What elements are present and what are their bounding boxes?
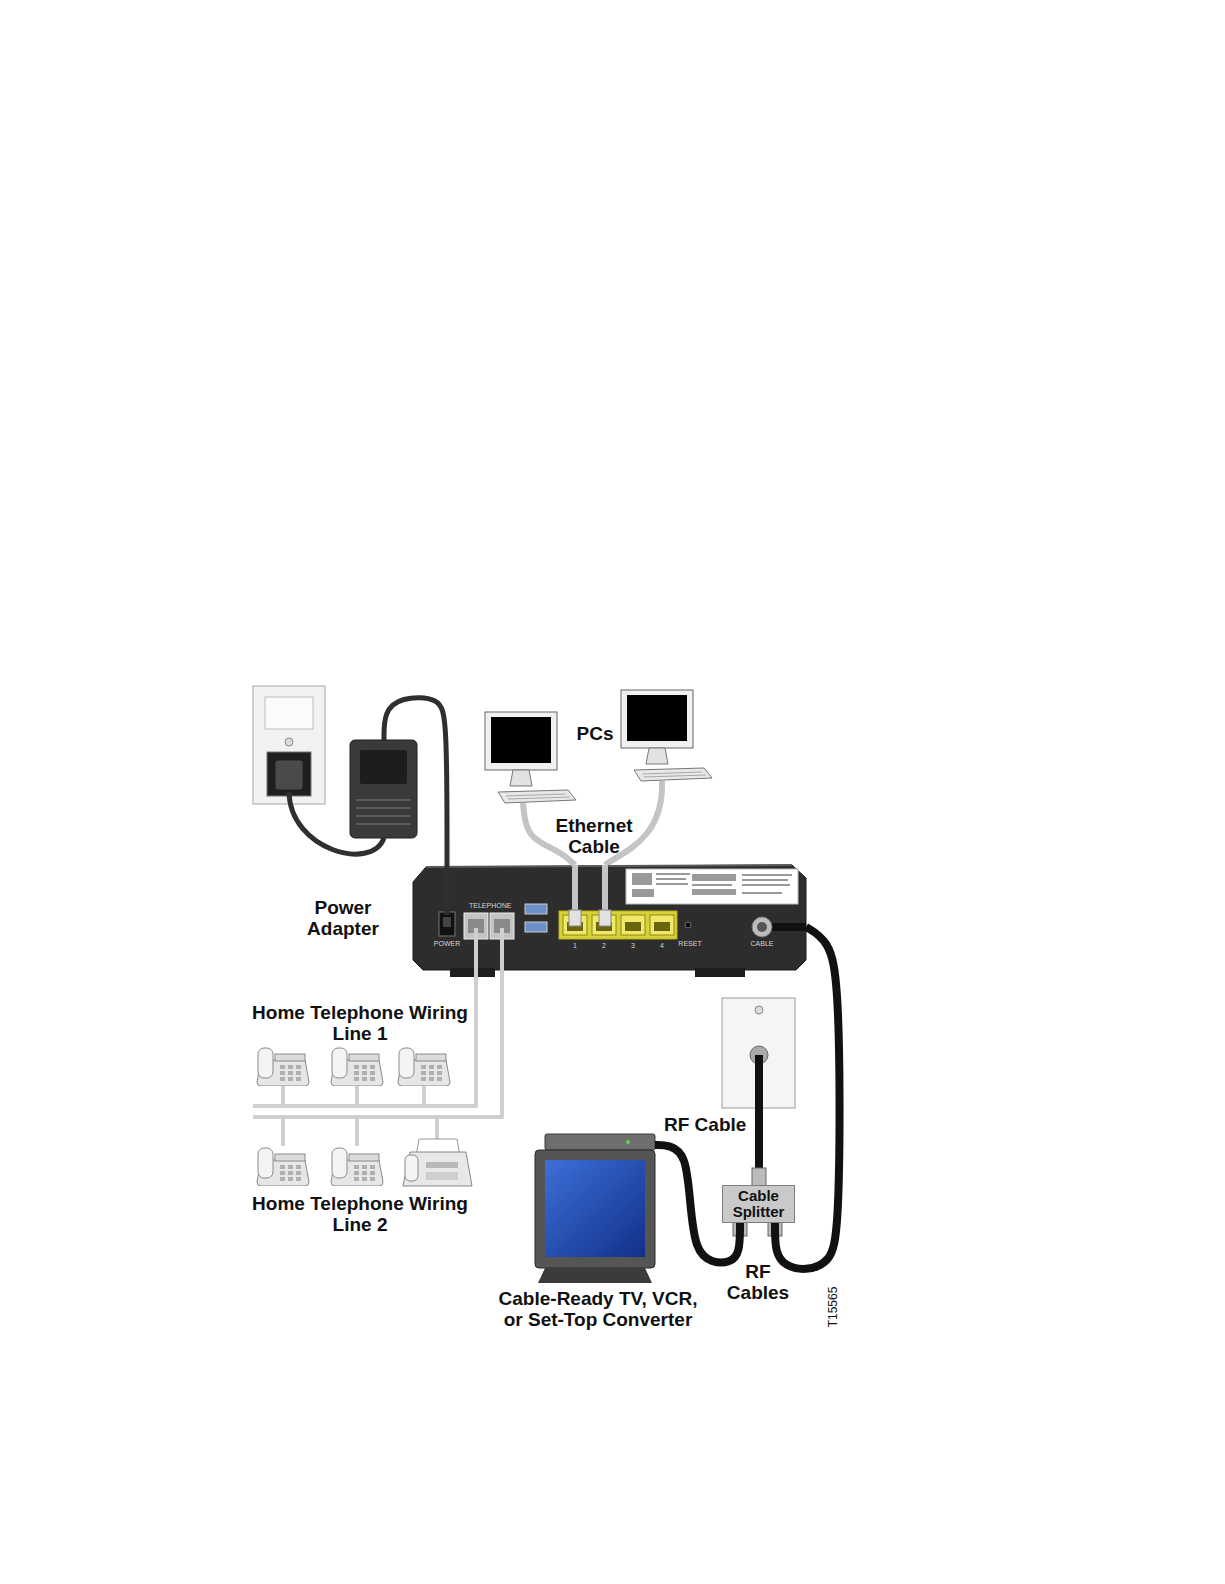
- power-jack: [439, 912, 455, 936]
- telephone-cable: [500, 928, 504, 970]
- keyboard: [634, 768, 712, 781]
- outlet-socket: [267, 752, 311, 796]
- monitor-screen: [491, 717, 551, 763]
- modem-sticker: [626, 869, 798, 904]
- cable-modem: TELEPHONE POWER 1234RESET CABLE: [413, 865, 806, 970]
- monitor-screen: [627, 695, 687, 741]
- splitter-connector: [752, 1168, 766, 1186]
- modem-body: [413, 865, 806, 970]
- adapter-panel: [360, 750, 407, 784]
- ethernet-cable: [602, 865, 608, 914]
- modem-foot: [695, 968, 745, 977]
- monitor: [485, 712, 557, 770]
- usb-port: [525, 904, 547, 914]
- outlet-screw: [755, 1006, 763, 1014]
- outlet-switch: [265, 697, 313, 729]
- tv-set: Cable-Ready TV, VCR, or Set-Top Converte…: [535, 1134, 655, 1283]
- reset-hole: [685, 922, 691, 928]
- port-label: 1: [555, 942, 595, 950]
- edge-label: Ethernet Cable: [552, 815, 636, 857]
- node-label: Home Telephone Wiring Line 1: [245, 1002, 475, 1044]
- telephone-wiring: Home Telephone Wiring Line 2: [253, 1112, 475, 1190]
- monitor-stand: [646, 748, 668, 764]
- fax-machine: [403, 1139, 472, 1186]
- telephone-wire: [475, 970, 502, 1117]
- adapter-body: [350, 740, 417, 838]
- node-label: Cable Splitter: [726, 1188, 791, 1220]
- keyboard-keys: [642, 772, 706, 777]
- telephone-wiring: Home Telephone Wiring Line 1: [253, 1045, 455, 1112]
- figure-number: T15565: [826, 1282, 840, 1332]
- telephone: [257, 1048, 309, 1086]
- ethernet-plug: [569, 910, 581, 926]
- usb-port: [525, 922, 547, 932]
- telephone-wire: [455, 970, 476, 1106]
- tv-stand: [538, 1268, 652, 1283]
- cable-connector-core: [757, 922, 767, 932]
- telephone: [398, 1048, 450, 1086]
- node-label: Power Adapter: [301, 897, 385, 939]
- power-adapter: Power Adapter: [350, 740, 417, 838]
- power-plug: [275, 760, 303, 790]
- cable-label: RF Cable: [664, 1114, 746, 1135]
- node-label: PCs: [570, 723, 620, 744]
- monitor-stand: [510, 770, 532, 786]
- outlet-screw: [285, 738, 293, 746]
- port-label: POWER: [427, 940, 467, 948]
- cable-connector: [752, 917, 772, 937]
- port-label: 4: [642, 942, 682, 950]
- monitor: [621, 690, 693, 748]
- tv-body: [535, 1150, 655, 1268]
- telephone-wire: [253, 1086, 455, 1106]
- telephone: [331, 1048, 383, 1086]
- port-label: 3: [613, 942, 653, 950]
- node-label: Home Telephone Wiring Line 2: [245, 1193, 475, 1235]
- rf-cable: [755, 1055, 763, 1172]
- telephone-cable: [474, 928, 478, 970]
- power-cord: [384, 698, 447, 865]
- sticker-print: [632, 873, 792, 897]
- set-top-box: [545, 1134, 655, 1150]
- port-label: TELEPHONE: [469, 902, 509, 910]
- ethernet-plug: [599, 910, 611, 926]
- cable-label: RF Cables: [725, 1261, 791, 1303]
- port-label: CABLE: [742, 940, 782, 948]
- cable-splitter: Cable Splitter: [722, 1185, 795, 1223]
- power-jack-pin: [443, 917, 451, 927]
- ethernet-cable: [572, 865, 578, 914]
- tv-screen: [545, 1160, 645, 1257]
- modem-foot: [450, 968, 495, 977]
- ethernet-block: [559, 911, 677, 939]
- set-top-light: [626, 1140, 630, 1144]
- adapter-ridges: [356, 800, 411, 824]
- wall-outlet: [253, 686, 325, 804]
- telephone: [257, 1148, 309, 1186]
- keyboard: [498, 790, 576, 803]
- node-label: Cable-Ready TV, VCR, or Set-Top Converte…: [492, 1288, 704, 1330]
- modem-edge: [426, 865, 792, 867]
- port-label: RESET: [670, 940, 710, 948]
- keyboard-keys: [506, 794, 570, 799]
- telephone: [331, 1148, 383, 1186]
- port-label: 2: [584, 942, 624, 950]
- power-cord: [445, 865, 450, 915]
- pc-group: PCs: [483, 686, 720, 803]
